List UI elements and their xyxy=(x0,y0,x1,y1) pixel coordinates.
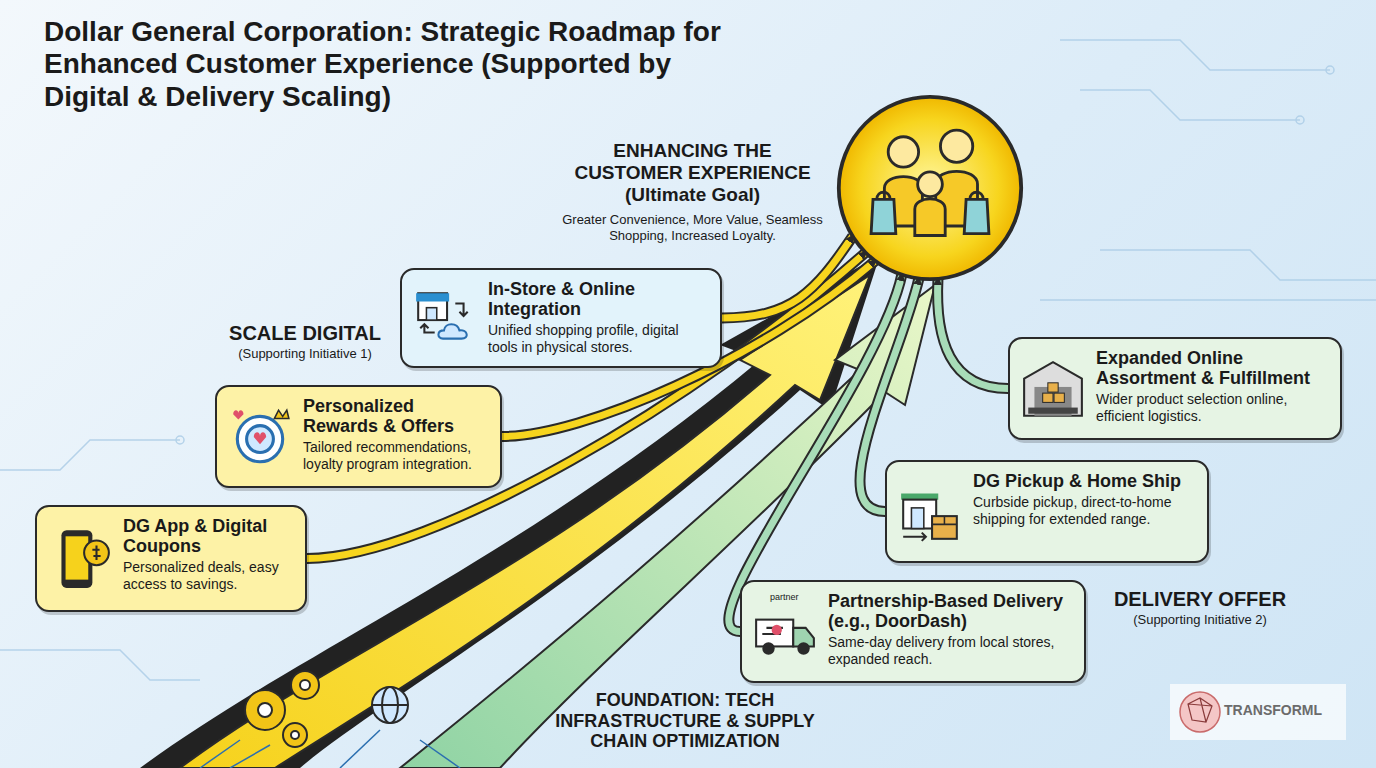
initiative-box: Expanded Online Assortment & Fulfillment… xyxy=(1008,337,1342,440)
goal-heading: ENHANCING THE CUSTOMER EXPERIENCE (Ultim… xyxy=(568,140,818,206)
flow-connector xyxy=(722,236,853,318)
phone-icon xyxy=(47,526,113,592)
icon-label: partner xyxy=(770,592,820,602)
store-icon xyxy=(412,285,478,351)
box-heading: Personalized Rewards & Offers xyxy=(303,396,488,436)
initiative-box: In-Store & Online IntegrationUnified sho… xyxy=(400,268,722,368)
box-description: Personalized deals, easy access to savin… xyxy=(123,559,293,593)
section-label: SCALE DIGITAL xyxy=(195,322,415,345)
flow-connector xyxy=(729,275,902,632)
flow-connector xyxy=(938,279,1008,389)
initiative-box: DG Pickup & Home ShipCurbside pickup, di… xyxy=(885,460,1209,563)
box-description: Unified shopping profile, digital tools … xyxy=(488,322,708,356)
box-heading: Partnership-Based Delivery (e.g., DoorDa… xyxy=(828,591,1072,631)
goal-text-column: ENHANCING THE CUSTOMER EXPERIENCE (Ultim… xyxy=(555,140,830,244)
foundation-label: FOUNDATION: TECH INFRASTRUCTURE & SUPPLY… xyxy=(540,690,830,752)
connector-outline xyxy=(729,275,902,632)
connector-head-carrier xyxy=(722,236,853,318)
connector-line xyxy=(729,275,902,632)
connector-head-carrier xyxy=(729,275,902,632)
box-heading: Expanded Online Assortment & Fulfillment xyxy=(1096,348,1328,388)
diagram-title: Dollar General Corporation: Strategic Ro… xyxy=(44,16,744,113)
watermark-logo xyxy=(1170,684,1346,740)
initiative-box: Personalized Rewards & OffersTailored re… xyxy=(215,385,502,488)
goal-circle xyxy=(835,93,1025,283)
connector-outline xyxy=(722,236,853,318)
connector-line xyxy=(722,236,853,318)
box-description: Wider product selection online, efficien… xyxy=(1096,391,1328,425)
box-heading: DG Pickup & Home Ship xyxy=(973,471,1195,491)
connector-head-carrier xyxy=(938,279,1008,389)
section-sublabel: (Supporting Initiative 2) xyxy=(1100,613,1300,628)
warehouse-icon xyxy=(1020,356,1086,422)
section-label: DELIVERY OFFER xyxy=(1100,588,1300,611)
connector-line xyxy=(938,279,1008,389)
box-description: Same-day delivery from local stores, exp… xyxy=(828,634,1072,668)
circuit-traces xyxy=(200,730,460,768)
initiative-box: DG App & Digital CouponsPersonalized dea… xyxy=(35,505,307,612)
globe-icon xyxy=(372,687,408,723)
box-heading: DG App & Digital Coupons xyxy=(123,516,293,556)
connector-outline xyxy=(938,279,1008,389)
section-sublabel: (Supporting Initiative 1) xyxy=(195,347,415,362)
box-description: Curbside pickup, direct-to-home shipping… xyxy=(973,494,1195,528)
gears-icon xyxy=(245,671,319,747)
box-description: Tailored recommendations, loyalty progra… xyxy=(303,439,488,473)
watermark: TRANSFORML xyxy=(1224,702,1342,718)
truck-icon xyxy=(752,599,818,665)
pickup-icon xyxy=(897,479,963,545)
target-icon xyxy=(227,404,293,470)
goal-body: Greater Convenience, More Value, Seamles… xyxy=(555,212,830,245)
box-heading: In-Store & Online Integration xyxy=(488,279,708,319)
